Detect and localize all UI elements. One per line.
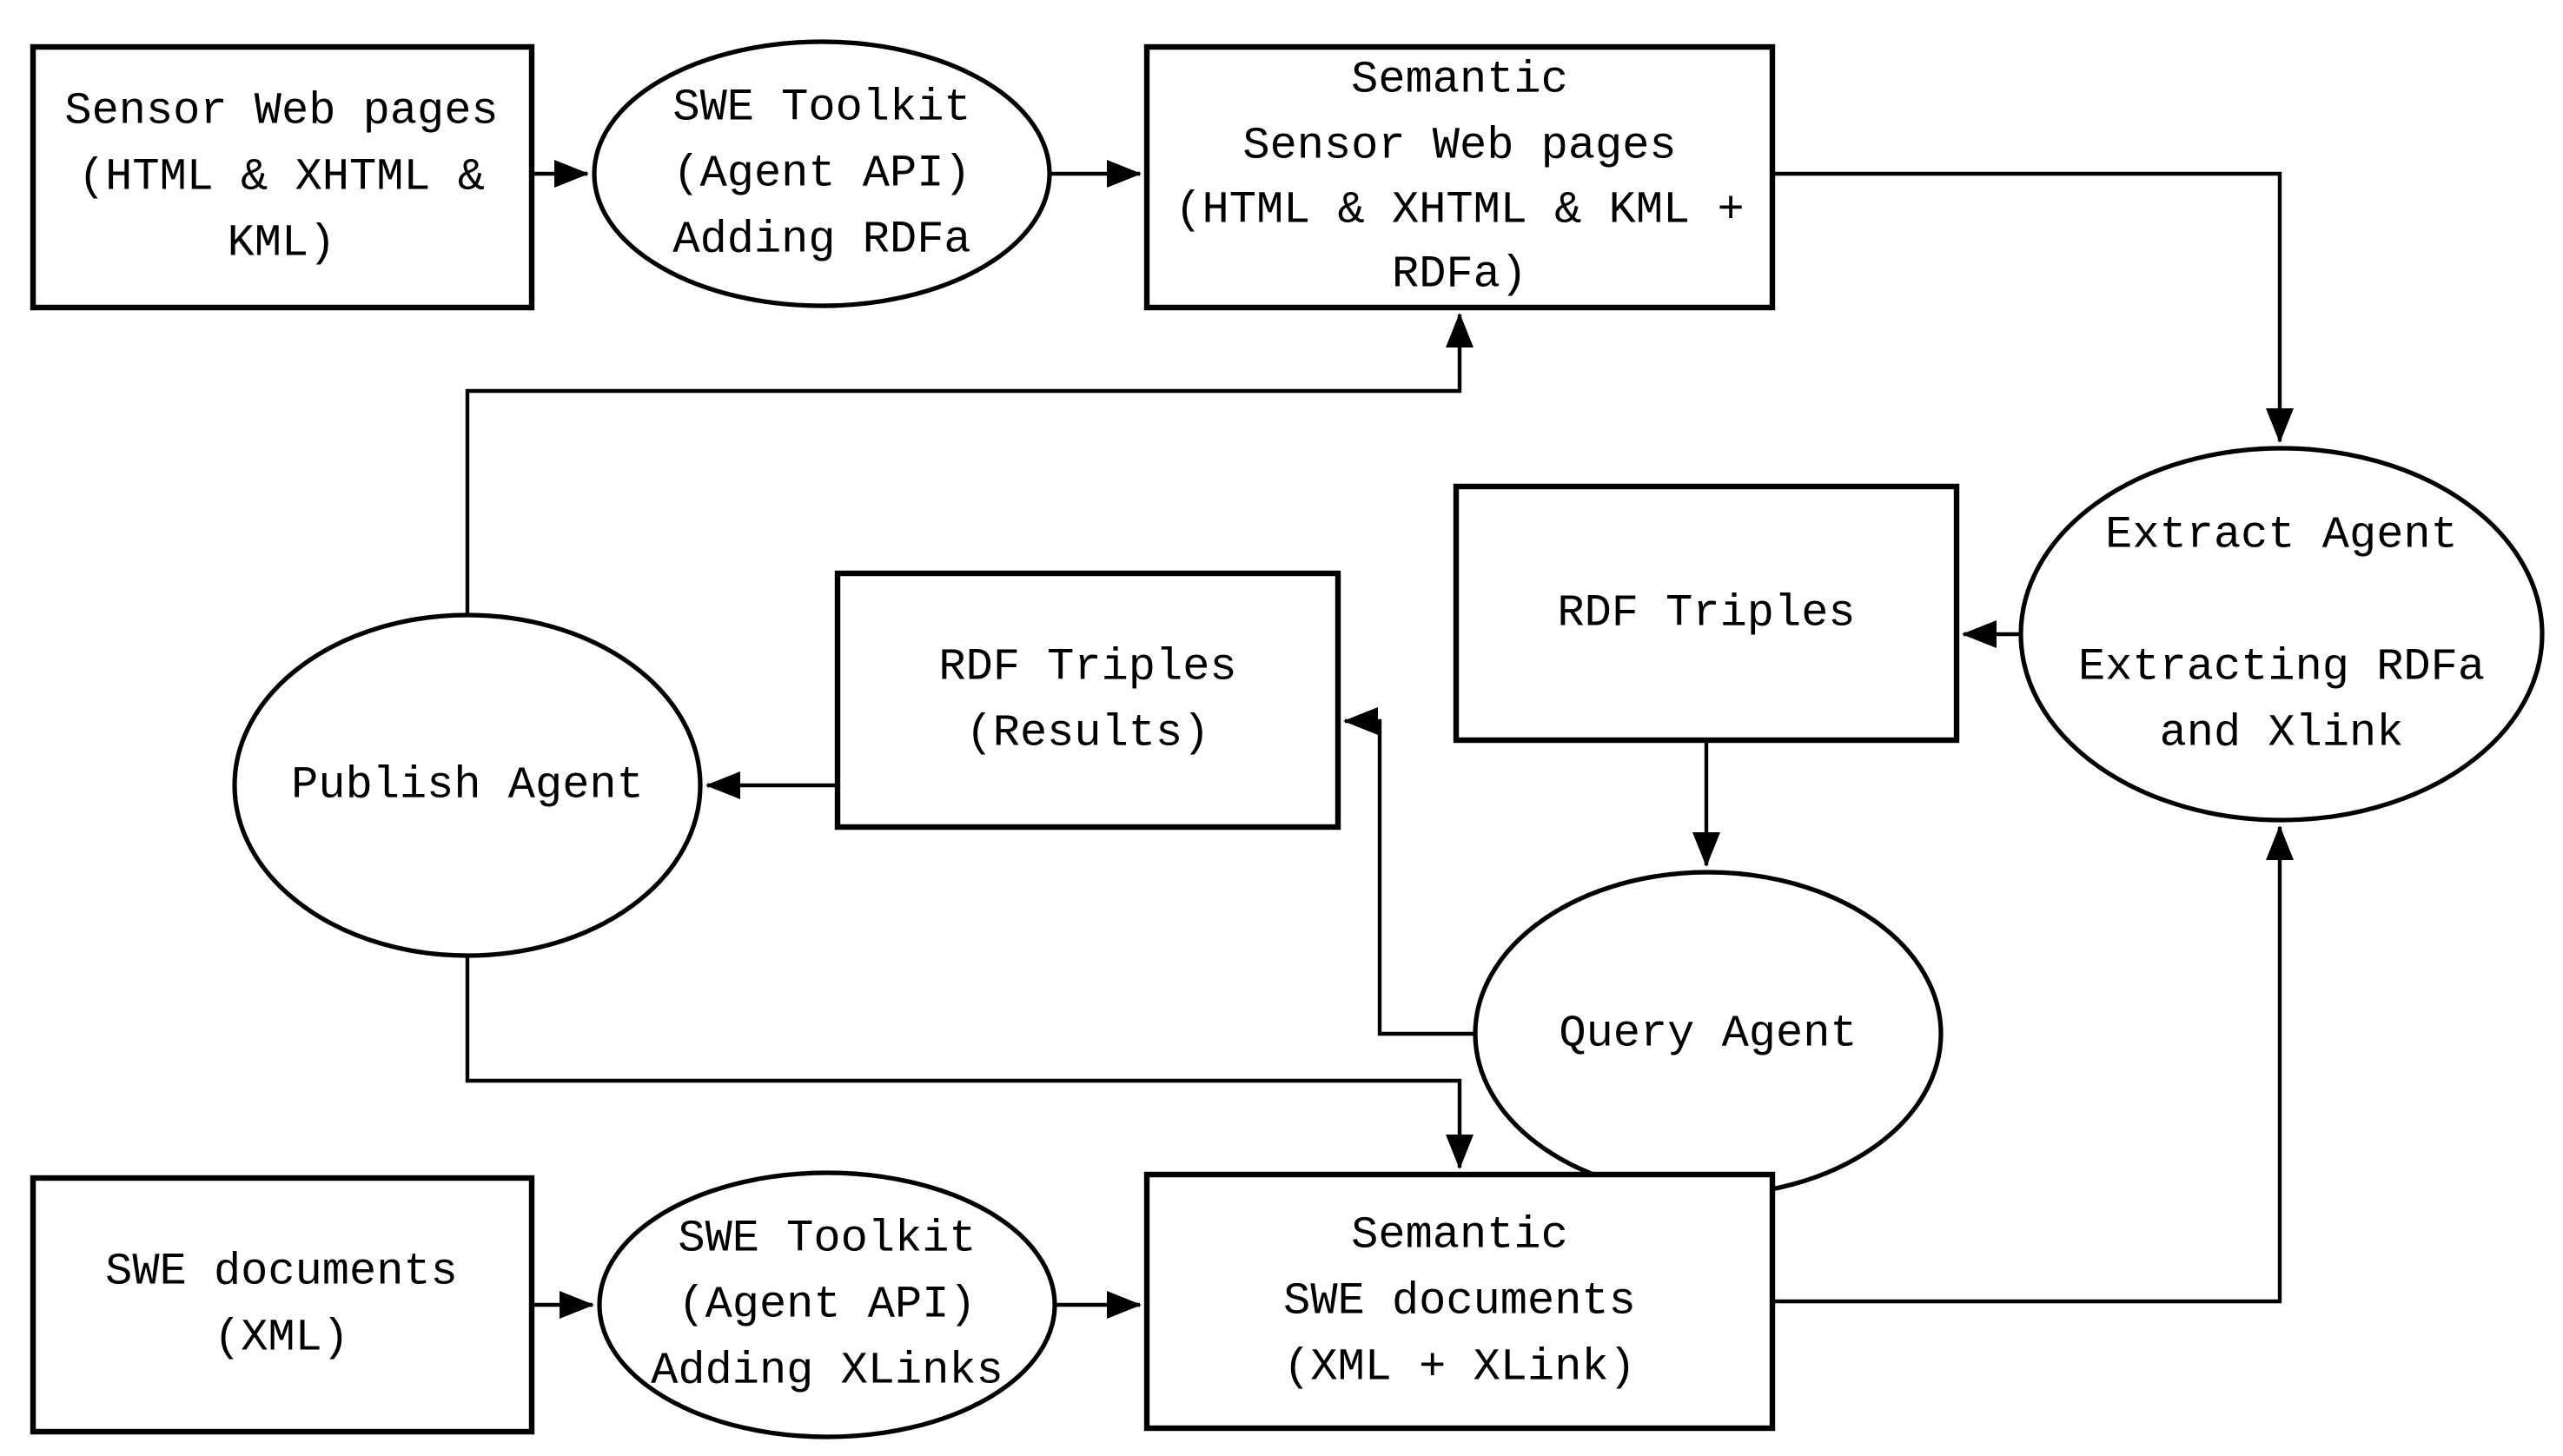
edge-publish-agent-to-semantic-sensor-arrow: [465, 313, 1474, 615]
semantic-swe-label-line-3: (XML + XLink): [1283, 1342, 1636, 1393]
publish-agent-label-line-1: Publish Agent: [291, 760, 644, 811]
semantic-swe-label-line-1: Semantic: [1351, 1210, 1568, 1261]
node-sensor-web-pages: Sensor Web pages (HTML & XHTML & KML): [30, 43, 535, 311]
semantic-sensor-label-line-3: (HTML & XHTML & KML +: [1175, 185, 1744, 236]
extract-agent-label-line-4: and Xlink: [2160, 708, 2404, 759]
extract-agent-label-line-3: Extracting RDFa: [2078, 642, 2485, 693]
swe-toolkit-xlinks-label-line-1: SWE Toolkit: [678, 1214, 976, 1265]
semantic-swe-documents-box: [1143, 1171, 1776, 1432]
sensor-web-pages-label-line-2: (HTML & XHTML &: [78, 152, 485, 203]
swe-documents-label-line-2: (XML): [214, 1313, 349, 1364]
extract-agent-ellipse: [2018, 446, 2545, 823]
node-swe-documents: SWE documents (XML): [30, 1175, 535, 1435]
publish-agent-ellipse: [232, 612, 703, 958]
swe-documents-box: [30, 1175, 535, 1435]
swe-toolkit-rdfa-ellipse: [592, 39, 1052, 308]
node-swe-toolkit-rdfa: SWE Toolkit (Agent API) Adding RDFa: [592, 39, 1052, 308]
swe-toolkit-rdfa-label-line-2: (Agent API): [672, 149, 970, 200]
semantic-sensor-label-line-4: RDFa): [1392, 249, 1527, 301]
rdf-triples-box: [1453, 483, 1960, 744]
node-rdf-triples: RDF Triples: [1453, 483, 1960, 744]
swe-toolkit-rdfa-label-line-1: SWE Toolkit: [672, 83, 970, 134]
query-agent-label-line-1: Query Agent: [1559, 1009, 1857, 1060]
edge-semantic-swe-to-extract-agent-arrow: [1772, 825, 2294, 1304]
node-semantic-swe-documents: Semantic SWE documents (XML + XLink): [1143, 1171, 1776, 1432]
swe-toolkit-xlinks-ellipse: [597, 1170, 1057, 1439]
rdf-triples-results-label-line-1: RDF Triples: [938, 642, 1236, 693]
semantic-sensor-label-line-1: Semantic: [1351, 55, 1568, 106]
node-semantic-sensor-web-pages: Semantic Sensor Web pages (HTML & XHTML …: [1143, 43, 1776, 311]
swe-toolkit-rdfa-label-line-3: Adding RDFa: [672, 215, 970, 266]
sensor-web-pages-label-line-1: Sensor Web pages: [64, 86, 498, 137]
semantic-sensor-label-line-2: Sensor Web pages: [1242, 121, 1676, 172]
edge-semantic-sensor-to-extract-agent-arrow: [1772, 171, 2294, 443]
node-query-agent: Query Agent: [1473, 870, 1944, 1198]
semantic-swe-label-line-2: SWE documents: [1283, 1276, 1636, 1327]
sensor-web-pages-label-line-3: KML): [228, 218, 336, 269]
swe-toolkit-xlinks-label-line-2: (Agent API): [678, 1280, 976, 1331]
swe-toolkit-xlinks-label-line-3: Adding XLinks: [651, 1346, 1003, 1397]
sensor-web-pages-box: [30, 43, 535, 311]
node-swe-toolkit-xlinks: SWE Toolkit (Agent API) Adding XLinks: [597, 1170, 1057, 1439]
rdf-triples-label-line-1: RDF Triples: [1557, 588, 1855, 639]
swe-documents-label-line-1: SWE documents: [105, 1247, 458, 1298]
node-rdf-triples-results: RDF Triples (Results): [834, 570, 1341, 831]
extract-agent-label-line-1: Extract Agent: [2105, 510, 2458, 561]
node-publish-agent: Publish Agent: [232, 612, 703, 958]
rdf-triples-results-label-line-2: (Results): [966, 708, 1210, 759]
node-extract-agent: Extract Agent Extracting RDFa and Xlink: [2018, 446, 2545, 823]
semantic-sensor-web-pages-box: [1143, 43, 1776, 311]
edge-publish-agent-to-semantic-swe-arrow: [465, 956, 1474, 1169]
edge-query-agent-to-results-arrow: [1343, 707, 1475, 1036]
rdf-triples-results-box: [834, 570, 1341, 831]
